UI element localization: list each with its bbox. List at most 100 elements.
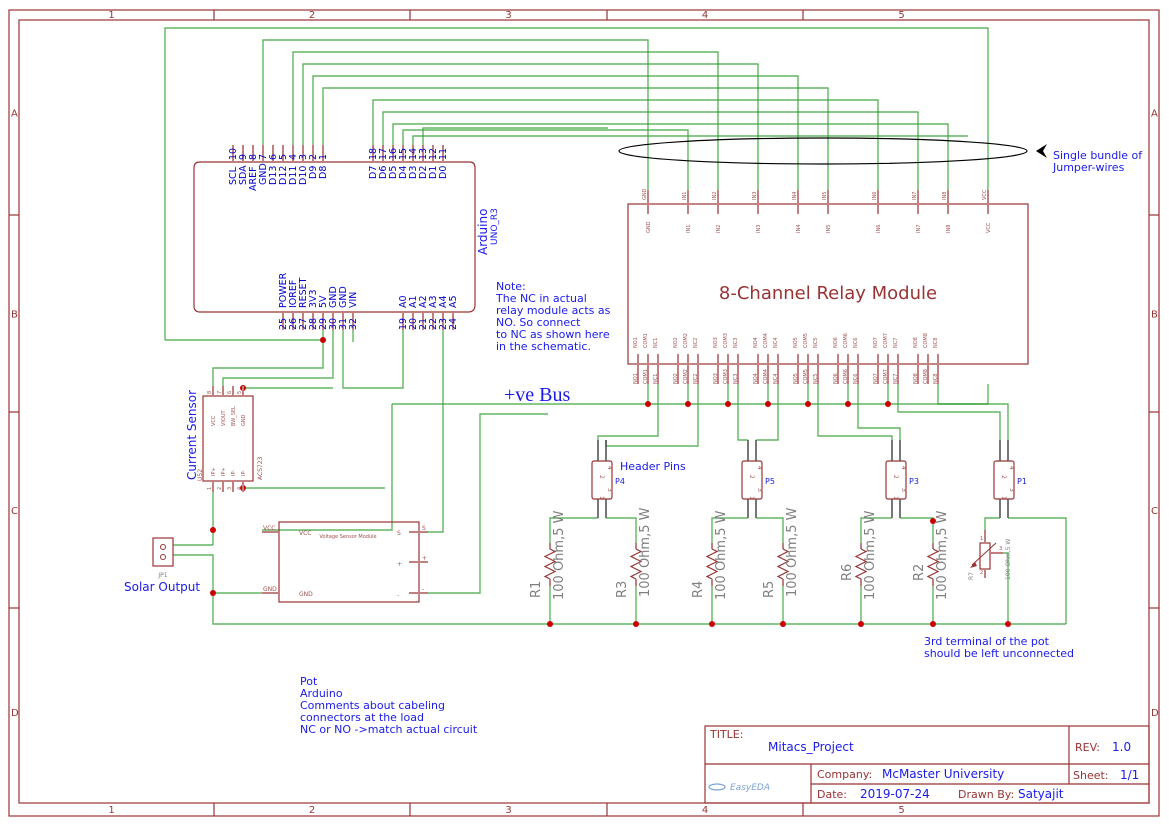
relay-pin-outer-label: IN6: [872, 192, 878, 200]
relay-pin-outer-label: NC4: [773, 374, 779, 384]
relay-pin-outer-label: NC7: [893, 374, 899, 384]
relay-pin-inner-label: NC3: [733, 338, 739, 348]
title-value: Mitacs_Project: [768, 740, 854, 754]
junction-dot: [210, 590, 216, 596]
relay-pin-inner-label: COM1: [643, 333, 649, 348]
arduino-pin-label: A1: [408, 295, 419, 308]
relay-pin-outer-label: IN5: [822, 192, 828, 200]
zone-row-left: B: [11, 310, 18, 321]
voltage-sensor[interactable]: VCC GND VCC GND S + - S + - Voltage Sens…: [262, 521, 428, 603]
arduino-uno[interactable]: 10SCL9SDA8AREF7GND6D135D124D113D102D91D8…: [193, 145, 500, 330]
arduino-pin-number: 6: [268, 154, 279, 160]
header-ref: P5: [765, 477, 775, 486]
zone-col-bottom: 1: [108, 805, 114, 816]
solar-output-connector[interactable]: JP1 Solar Output: [124, 537, 200, 594]
date-value: 2019-07-24: [860, 787, 930, 801]
svg-text:Comments about cabeling: Comments about cabeling: [300, 699, 445, 712]
wire: [302, 63, 759, 190]
relay-pin-inner-label: NO3: [713, 337, 719, 348]
svg-text:in the schematic.: in the schematic.: [496, 340, 591, 353]
svg-text:4: 4: [606, 466, 613, 470]
arduino-pin-number: 18: [368, 148, 379, 160]
arduino-pin-number: 8: [248, 154, 259, 160]
relay-pin-inner-label: NC5: [813, 338, 819, 348]
svg-text:+: +: [422, 555, 427, 562]
svg-text:3: 3: [1008, 488, 1015, 492]
arduino-pin-label: D6: [378, 166, 389, 179]
arduino-pin-label: D7: [368, 166, 379, 179]
arduino-pin-number: 24: [448, 318, 459, 330]
current-sensor-pin-label: VCC: [211, 415, 217, 426]
wire: [312, 75, 799, 190]
relay-pin-inner-label: COM4: [763, 333, 769, 348]
wire: [428, 413, 548, 594]
wire: [711, 517, 748, 543]
relay-pin-outer-label: COM1: [643, 369, 649, 384]
arduino-pin-number: 32: [348, 318, 359, 330]
svg-text:EasyEDA: EasyEDA: [730, 783, 770, 793]
junction-dot: [645, 401, 651, 407]
wire: [262, 404, 393, 531]
arduino-pin-label: VIN: [348, 292, 359, 308]
potentiometer-r7[interactable]: 1 3 2 R7 100 Ohm,5 W: [968, 530, 1012, 580]
relay-pin-inner-label: IN7: [916, 225, 922, 233]
arduino-pin-label: RESET: [298, 277, 309, 308]
relay-pin-inner-label: IN1: [686, 225, 692, 233]
wire: [756, 384, 779, 441]
junction-dot: [780, 621, 786, 627]
relay-pin-outer-label: COM5: [803, 369, 809, 384]
resistor-ref: R4: [691, 581, 706, 598]
relay-pin-inner-label: IN6: [876, 225, 882, 233]
relay-pin-inner-label: NC8: [933, 338, 939, 348]
relay-pin-outer-label: NC8: [933, 374, 939, 384]
current-sensor-pin-label: GND: [241, 414, 247, 426]
wire: [1008, 517, 1067, 624]
resistor-value: 100 Ohm,5 W: [638, 507, 653, 597]
arduino-pin-label: D1: [428, 166, 439, 179]
junction-dot: [805, 401, 811, 407]
svg-text:2: 2: [217, 487, 223, 490]
arduino-pin-number: 29: [318, 318, 329, 330]
resistor-value: 100 Ohm,5 W: [935, 510, 950, 600]
zone-col-bottom: 2: [309, 805, 315, 816]
relay-pin-inner-label: IN2: [716, 225, 722, 233]
relay-pin-outer-label: NC2: [693, 374, 699, 384]
arduino-pin-label: D11: [288, 166, 299, 185]
current-sensor-pin-label: VIOUT: [221, 410, 227, 426]
relay-pin-outer-label: IN2: [712, 192, 718, 200]
relay-note: Note: The NC in actual relay module acts…: [495, 280, 611, 353]
relay-pin-outer-label: NO7: [873, 373, 879, 384]
wire: [900, 517, 934, 543]
current-sensor-label: Current Sensor: [185, 390, 199, 480]
arduino-pin-label: D13: [268, 166, 279, 185]
drawn-by-label: Drawn By:: [958, 788, 1014, 801]
todo-notes: Pot Arduino Comments about cabeling conn…: [300, 675, 478, 736]
relay-pin-inner-label: COM5: [803, 333, 809, 348]
arduino-pin-number: 9: [238, 154, 249, 160]
relay-pin-inner-label: COM6: [843, 333, 849, 348]
rev-value: 1.0: [1112, 740, 1131, 754]
zone-col-top: 4: [702, 10, 708, 21]
svg-text:2: 2: [980, 570, 983, 576]
resistor-value: 100 Ohm,5 W: [785, 507, 800, 597]
arduino-pin-label: A4: [438, 295, 449, 308]
resistor-value: 100 Ohm,5 W: [552, 510, 567, 600]
vs-pin-gnd: GND: [299, 591, 313, 598]
junction-dot: [547, 621, 553, 627]
wire: [817, 384, 893, 440]
rev-label: REV:: [1075, 741, 1100, 754]
relay-module[interactable]: 8-Channel Relay Module GNDGNDIN1IN1IN2IN…: [627, 188, 1029, 384]
